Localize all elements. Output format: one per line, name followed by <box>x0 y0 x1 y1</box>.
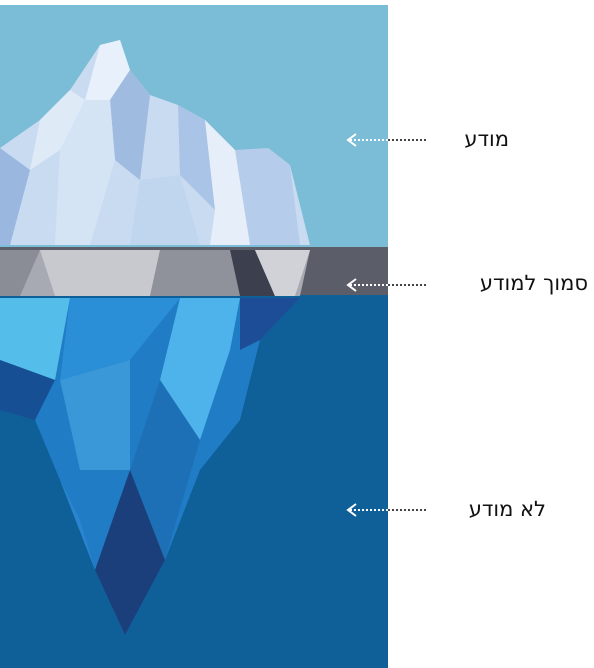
label-unconscious: לא מודע <box>469 499 546 520</box>
iceberg-middle <box>0 250 310 296</box>
arrow-tails <box>388 140 426 510</box>
label-preconscious: סמוך למודע <box>480 273 588 294</box>
label-conscious: מודע <box>464 129 509 150</box>
